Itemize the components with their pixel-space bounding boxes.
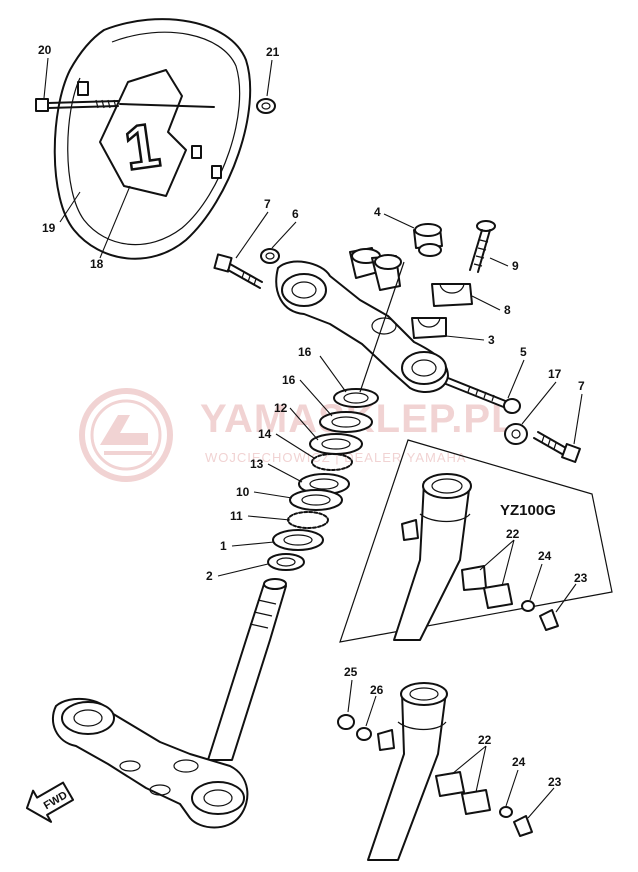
callout-7a: 7: [264, 197, 271, 211]
callout-18: 18: [90, 257, 104, 271]
pinch-nut: [260, 248, 280, 264]
callout-22b: 22: [478, 733, 492, 747]
callout-11: 11: [230, 509, 243, 523]
lower-fork-assembly: [337, 682, 533, 861]
bearing-race-16b: [319, 411, 373, 433]
inset-model-label: YZ100G: [500, 502, 556, 519]
callout-13: 13: [250, 457, 264, 471]
plate-number-panel: [99, 69, 187, 197]
bearing-race-16a: [333, 388, 379, 408]
watermark: YAMASKLEP.PL WOJCIECHOWICZ | DEALER YAMA…: [79, 388, 516, 482]
handlebar-holder-lower: [411, 317, 447, 339]
washer: [504, 423, 528, 445]
callout-21: 21: [266, 45, 280, 59]
callout-20: 20: [38, 43, 52, 57]
holder-bolt: [469, 220, 496, 273]
callout-22a: 22: [506, 527, 520, 541]
plate-clip-3: [211, 165, 222, 179]
callout-24a: 24: [538, 549, 552, 563]
callout-24b: 24: [512, 755, 526, 769]
callout-3: 3: [488, 333, 495, 347]
callout-23b: 23: [548, 775, 562, 789]
callout-7b: 7: [578, 379, 585, 393]
dust-seal-2: [267, 553, 305, 571]
callout-2: 2: [206, 569, 213, 583]
watermark-logo: [79, 388, 173, 482]
callout-6: 6: [292, 207, 299, 221]
callout-14: 14: [258, 427, 272, 441]
plate-clip-2: [191, 145, 202, 159]
callout-17: 17: [548, 367, 562, 381]
plate-clip-1: [77, 81, 89, 96]
upper-bracket: [275, 247, 449, 393]
plate-nut: [256, 98, 276, 114]
washer-26: [356, 727, 372, 741]
callout-10: 10: [236, 485, 250, 499]
pinch-bolt-right: [445, 377, 521, 414]
callout-26: 26: [370, 683, 384, 697]
callout-1: 1: [220, 539, 227, 553]
ball-bearing-14: [311, 453, 353, 471]
callout-19: 19: [42, 221, 56, 235]
ball-bearing-11: [287, 511, 329, 529]
nut-25: [337, 714, 355, 730]
callout-23a: 23: [574, 571, 588, 585]
bearing-race-10: [289, 489, 343, 511]
seal-12: [309, 433, 363, 455]
yz100g-inset: YZ100G: [339, 439, 613, 643]
fwd-arrow: FWD: [25, 781, 75, 823]
callout-16b: 16: [282, 373, 296, 387]
callout-5: 5: [520, 345, 527, 359]
callout-8: 8: [504, 303, 511, 317]
pinch-bolt-left: [213, 253, 263, 289]
crown-nut: [413, 223, 443, 257]
callout-12: 12: [274, 401, 288, 415]
callout-9: 9: [512, 259, 519, 273]
pinch-bolt-lower-right: [533, 431, 581, 463]
plate-bolt: [35, 98, 215, 112]
callout-labels: 20 21 19 18 7 6 4 9 8 3 5 17 7 16 16 12 …: [38, 43, 588, 789]
bearing-race-1: [272, 529, 324, 551]
handlebar-holder-upper: [431, 283, 473, 307]
callout-16a: 16: [298, 345, 312, 359]
under-bracket: [51, 578, 287, 829]
bearing-stack: [267, 261, 405, 571]
number-plate: 1: [53, 18, 252, 260]
callout-4: 4: [374, 205, 381, 219]
leader-lines: [43, 57, 583, 819]
callout-25: 25: [344, 665, 358, 679]
